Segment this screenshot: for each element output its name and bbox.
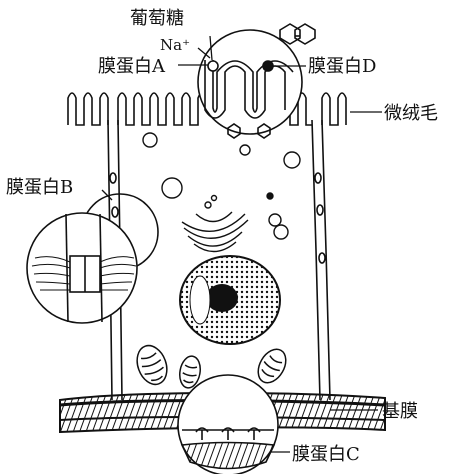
vesicles (142, 132, 301, 240)
label-protein-d: 膜蛋白D (308, 56, 376, 77)
labels: 葡萄糖 Na⁺ 膜蛋白A 膜蛋白D 微绒毛 膜蛋白B 基膜 膜蛋白C (6, 8, 438, 465)
label-sodium: Na⁺ (160, 36, 190, 54)
label-protein-a: 膜蛋白A (98, 56, 166, 77)
mitochondria (136, 344, 287, 389)
zoom-circle-junction (26, 193, 159, 324)
golgi-apparatus (181, 211, 249, 253)
label-protein-b: 膜蛋白B (6, 177, 73, 198)
label-protein-c: 膜蛋白C (292, 444, 360, 465)
nucleus (179, 255, 281, 345)
zoom-circle-anchoring (177, 374, 279, 474)
label-basement-membrane: 基膜 (382, 401, 418, 422)
leader-lines (101, 35, 382, 453)
label-microvilli: 微绒毛 (384, 103, 438, 124)
label-glucose: 葡萄糖 (130, 8, 184, 29)
zoom-circle-transport (197, 23, 316, 139)
